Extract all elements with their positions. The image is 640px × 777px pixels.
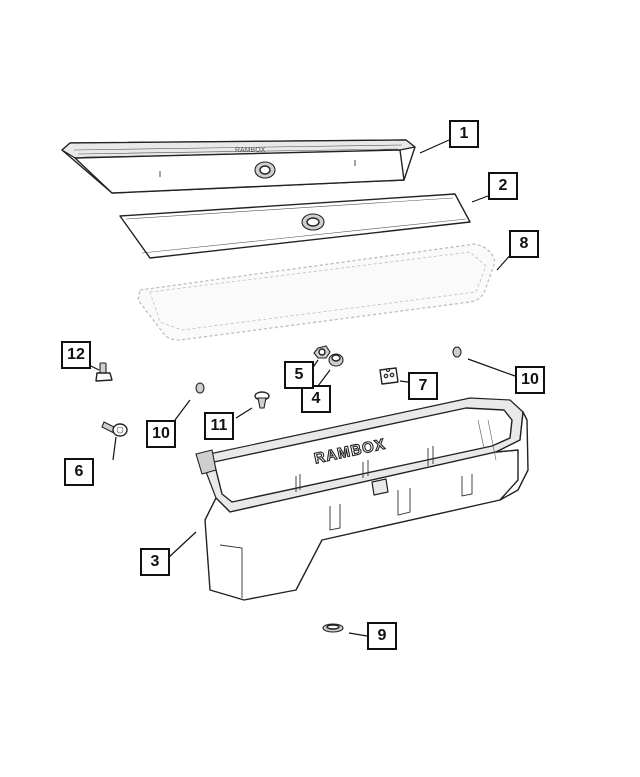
callout-4[interactable]: 4 xyxy=(301,385,331,413)
seal-gasket-part[interactable] xyxy=(137,243,496,341)
clip-10-right-part[interactable] xyxy=(452,346,462,358)
callout-12[interactable]: 12 xyxy=(61,341,91,369)
callout-2[interactable]: 2 xyxy=(488,172,518,200)
callout-9[interactable]: 9 xyxy=(367,622,397,650)
latch-plate-7-part[interactable] xyxy=(379,367,399,385)
callout-1[interactable]: 1 xyxy=(449,120,479,148)
bolt-12-part[interactable] xyxy=(95,362,113,382)
lid-inner-panel-part[interactable] xyxy=(119,193,471,259)
callout-10-left[interactable]: 10 xyxy=(146,420,176,448)
lock-cylinder-4-part[interactable] xyxy=(328,353,344,367)
clip-10-left-part[interactable] xyxy=(195,382,205,394)
svg-text:RAMBOX: RAMBOX xyxy=(235,147,266,154)
push-pin-11-part[interactable] xyxy=(254,391,270,409)
bolt-6-part[interactable] xyxy=(101,421,128,437)
callout-8[interactable]: 8 xyxy=(509,230,539,258)
lid-part[interactable]: RAMBOX xyxy=(61,139,416,194)
drain-plug-part[interactable] xyxy=(322,623,344,633)
storage-bin-part[interactable]: RAMBOX xyxy=(195,397,529,601)
callout-3[interactable]: 3 xyxy=(140,548,170,576)
nut-5-part[interactable] xyxy=(313,345,331,359)
callout-11[interactable]: 11 xyxy=(204,412,234,440)
callout-6[interactable]: 6 xyxy=(64,458,94,486)
callout-5[interactable]: 5 xyxy=(284,361,314,389)
callout-10-right[interactable]: 10 xyxy=(515,366,545,394)
leader-lines xyxy=(90,139,516,637)
callout-7[interactable]: 7 xyxy=(408,372,438,400)
